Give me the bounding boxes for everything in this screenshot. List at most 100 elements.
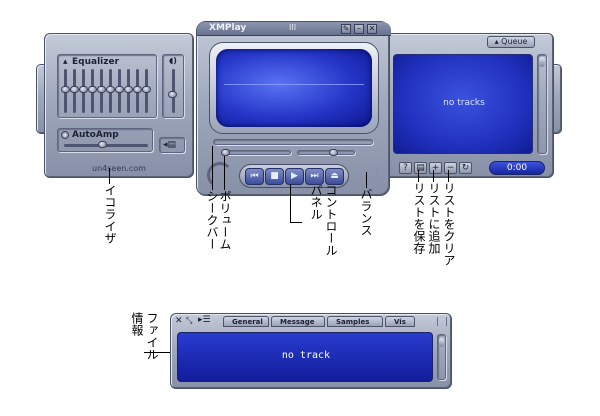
- control-pointer-line-h: [290, 222, 302, 223]
- queue-panel: ▴ Queue no tracks ? ▤ + − ↻ 0:00: [384, 33, 554, 178]
- tab-samples[interactable]: Samples: [327, 316, 383, 327]
- tab-message-label: Message: [280, 318, 315, 326]
- tab-samples-label: Samples: [336, 318, 370, 326]
- amp-volume-group: ◖): [162, 54, 184, 118]
- annotation-clear-list: リストをクリア: [442, 182, 456, 266]
- annotation-equalizer: イコライザ: [103, 184, 117, 244]
- balance-slider[interactable]: [297, 150, 355, 155]
- eq-band-knob[interactable]: [61, 85, 70, 93]
- site-text: un4seen.com: [92, 164, 146, 173]
- control-pointer-line-v: [290, 184, 291, 222]
- visualization-screen[interactable]: [216, 49, 372, 127]
- close-button[interactable]: ✕: [367, 24, 377, 34]
- queue-scrollbar[interactable]: [537, 54, 547, 154]
- file-info-window: ✕ ⤡ ▸☰ General Message Samples Vis no tr…: [170, 313, 452, 389]
- tab-general-label: General: [232, 318, 263, 326]
- title-bar[interactable]: XMPlay III ✎ – ✕: [197, 22, 391, 36]
- list-icon[interactable]: ▸☰: [198, 315, 211, 325]
- close-icon[interactable]: ✕: [175, 316, 183, 326]
- autoamp-group: AutoAmp: [57, 128, 153, 152]
- previous-button[interactable]: ⏮: [245, 168, 264, 185]
- info-scrollbar[interactable]: [437, 334, 446, 380]
- seekbar-pointer-line: [212, 146, 213, 190]
- balance-pointer-line: [366, 172, 367, 188]
- equalizer-label: Equalizer: [72, 57, 120, 67]
- annotation-file-info-2: 情報: [130, 312, 144, 336]
- save-list-pointer-line: [418, 170, 419, 182]
- volume-knob[interactable]: [221, 149, 230, 156]
- add-to-list-button[interactable]: +: [429, 162, 442, 174]
- clear-list-pointer-line: [448, 170, 449, 182]
- queue-empty-text: no tracks: [443, 98, 485, 108]
- annotation-add-list: リストに追加: [427, 182, 441, 254]
- eject-button[interactable]: ⏏: [325, 168, 344, 185]
- eq-band-knob[interactable]: [124, 85, 133, 93]
- control-panel: ⏮ ■ ▶ ⏭ ⏏: [239, 164, 349, 188]
- eq-preset-icon: ◂▤: [163, 140, 177, 150]
- main-player-panel: XMPlay III ✎ – ✕ ⏮ ■ ▶ ⏭ ⏏: [196, 21, 391, 196]
- tab-vis[interactable]: Vis: [385, 316, 415, 327]
- equalizer-pointer-line: [109, 168, 110, 184]
- autoamp-knob[interactable]: [98, 141, 107, 148]
- volume-pointer-line: [224, 156, 225, 190]
- eq-band-knob[interactable]: [88, 85, 97, 93]
- autoamp-toggle[interactable]: [61, 131, 69, 139]
- clear-list-button[interactable]: −: [444, 162, 457, 174]
- seek-bar[interactable]: [213, 139, 373, 145]
- queue-list[interactable]: no tracks: [393, 54, 533, 154]
- stop-button[interactable]: ■: [265, 168, 284, 185]
- right-swirl-ornament: [357, 162, 379, 184]
- equalizer-bullet-icon: ▴: [63, 57, 68, 67]
- save-list-button[interactable]: ▤: [414, 162, 427, 174]
- tab-general[interactable]: General: [223, 316, 269, 327]
- eq-band-knob[interactable]: [97, 85, 106, 93]
- eq-band-knob[interactable]: [115, 85, 124, 93]
- annotation-volume: ボリューム: [218, 190, 232, 250]
- queue-repeat-button[interactable]: ↻: [459, 162, 472, 174]
- tab-vis-label: Vis: [394, 318, 406, 326]
- resize-icon[interactable]: ⤡: [186, 316, 193, 325]
- volume-slider[interactable]: [225, 150, 291, 155]
- equalizer-group: ▴ Equalizer: [57, 54, 157, 118]
- queue-help-button[interactable]: ?: [399, 162, 412, 174]
- info-scroll-thumb[interactable]: [439, 338, 444, 347]
- annotation-control-2: パネル: [309, 184, 323, 220]
- equalizer-panel: ▴ Equalizer ◖) AutoAmp ◂▤: [44, 33, 194, 178]
- next-button[interactable]: ⏭: [305, 168, 324, 185]
- speaker-icon: ◖): [169, 56, 177, 65]
- visualization-frame: [209, 42, 379, 134]
- left-swirl-ornament: [207, 162, 233, 188]
- tab-message[interactable]: Message: [271, 316, 325, 327]
- add-list-pointer-line: [433, 170, 434, 182]
- annotation-control-1: コントロール: [324, 184, 338, 256]
- annotation-file-info-1: ファイル: [145, 312, 159, 360]
- player-title: XMPlay: [209, 23, 247, 33]
- info-display[interactable]: no track: [177, 332, 433, 382]
- options-button[interactable]: ✎: [341, 24, 351, 34]
- file-info-pointer-line: [144, 352, 174, 353]
- grip-icon[interactable]: [437, 317, 447, 326]
- eq-band-knob[interactable]: [133, 85, 142, 93]
- eq-band-knob[interactable]: [79, 85, 88, 93]
- eq-band-knob[interactable]: [142, 85, 151, 93]
- balance-knob[interactable]: [329, 149, 338, 156]
- autoamp-label: AutoAmp: [72, 130, 119, 140]
- annotation-save-list: リストを保存: [412, 182, 426, 254]
- queue-tab[interactable]: ▴ Queue: [487, 36, 535, 48]
- queue-scroll-thumb[interactable]: [539, 57, 545, 67]
- annotation-seekbar: シークバー: [205, 190, 219, 250]
- info-text: no track: [281, 350, 331, 361]
- queue-tab-icon: ▴: [494, 37, 502, 46]
- eq-band-knob[interactable]: [70, 85, 79, 93]
- info-tab-bar: ✕ ⤡ ▸☰ General Message Samples Vis: [171, 314, 453, 328]
- time-display: 0:00: [489, 161, 545, 175]
- play-button[interactable]: ▶: [285, 168, 304, 185]
- minimize-button[interactable]: –: [354, 24, 364, 34]
- visualization-waveform: [224, 84, 364, 85]
- title-badge: III: [289, 23, 297, 32]
- queue-tab-label: Queue: [501, 37, 528, 46]
- amp-volume-knob[interactable]: [168, 91, 177, 98]
- eq-preset-button[interactable]: ◂▤: [159, 137, 185, 153]
- eq-band-knob[interactable]: [106, 85, 115, 93]
